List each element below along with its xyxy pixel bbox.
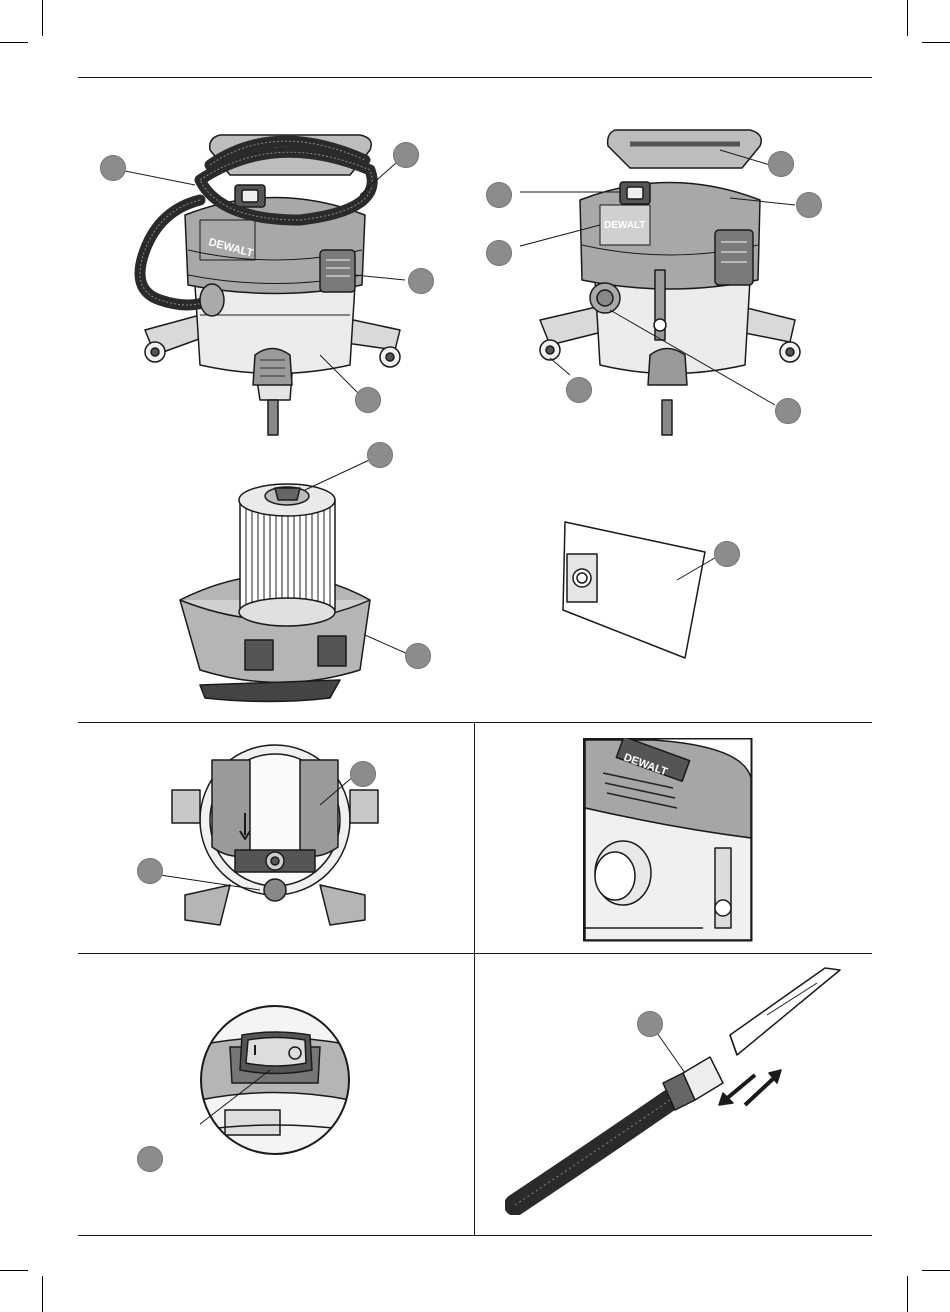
crop-mark-tl-h bbox=[0, 42, 28, 43]
crop-mark-tr-h bbox=[922, 42, 950, 43]
callout-marker bbox=[100, 155, 126, 181]
figure-f-inlet-closeup: DEWALT bbox=[583, 738, 753, 942]
callout-marker bbox=[768, 151, 794, 177]
callout-marker bbox=[393, 142, 419, 168]
figure-h-drawing bbox=[505, 965, 845, 1215]
crop-mark-bl-v bbox=[42, 1276, 43, 1312]
crop-mark-br-h bbox=[922, 1270, 950, 1271]
callout-marker bbox=[137, 1146, 163, 1172]
header-rule bbox=[78, 77, 872, 78]
crop-mark-tl-v bbox=[42, 0, 43, 36]
figure-h-hose-tool bbox=[505, 965, 845, 1215]
figure-a-drawing: DEWALT bbox=[100, 120, 440, 440]
figure-b-logo: DEWALT bbox=[604, 220, 645, 231]
figure-a-vac-front: DEWALT bbox=[100, 120, 440, 440]
crop-mark-tr-v bbox=[907, 0, 908, 36]
figure-c-drawing bbox=[170, 440, 440, 710]
callout-marker bbox=[137, 858, 163, 884]
callout-marker bbox=[486, 240, 512, 266]
section-rule-2 bbox=[78, 953, 872, 954]
callout-marker bbox=[350, 761, 376, 787]
callout-marker bbox=[486, 182, 512, 208]
section-rule-1 bbox=[78, 722, 872, 723]
figure-g-switch-closeup bbox=[200, 1005, 350, 1155]
callout-marker bbox=[714, 541, 740, 567]
column-divider bbox=[474, 722, 475, 1235]
callout-marker bbox=[566, 377, 592, 403]
figure-f-drawing: DEWALT bbox=[583, 738, 753, 942]
figure-d-dust-bag bbox=[555, 510, 755, 670]
callout-marker bbox=[405, 643, 431, 669]
figure-g-drawing bbox=[200, 1005, 350, 1155]
callout-marker bbox=[367, 442, 393, 468]
callout-marker bbox=[796, 192, 822, 218]
footer-rule bbox=[78, 1235, 872, 1236]
figure-d-drawing bbox=[555, 510, 755, 670]
crop-mark-br-v bbox=[907, 1276, 908, 1312]
crop-mark-bl-h bbox=[0, 1270, 28, 1271]
figure-c-filter-lid bbox=[170, 440, 440, 710]
callout-marker bbox=[775, 398, 801, 424]
callout-marker bbox=[408, 268, 434, 294]
callout-marker bbox=[355, 387, 381, 413]
callout-marker bbox=[637, 1011, 663, 1037]
